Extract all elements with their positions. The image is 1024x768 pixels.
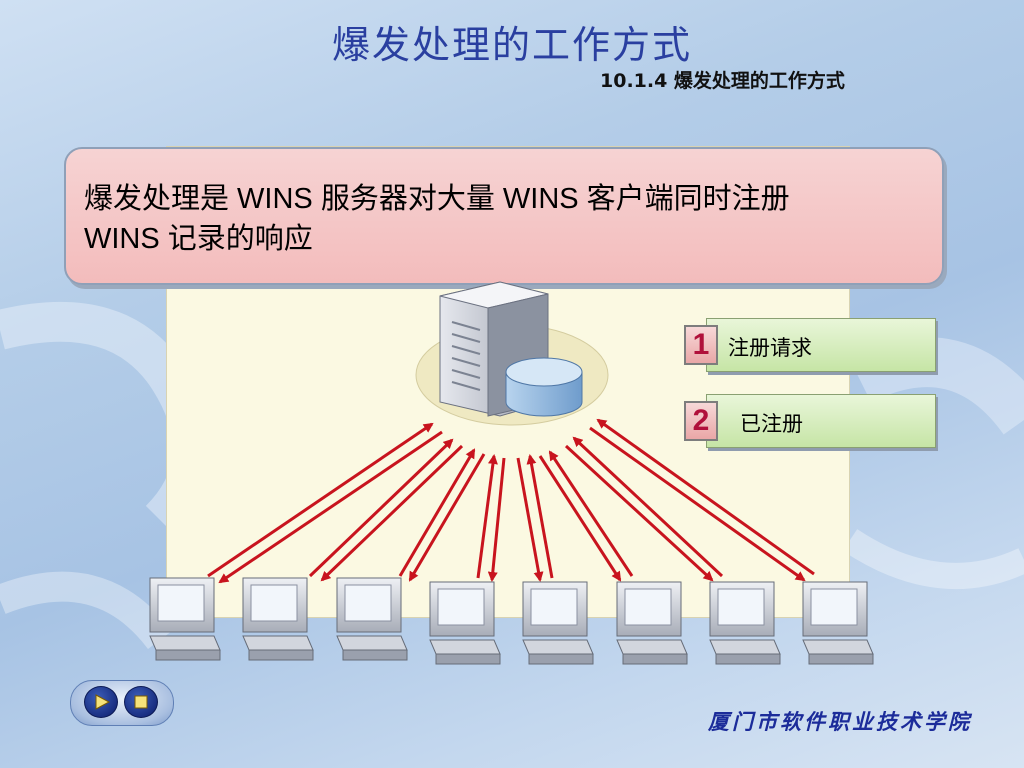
- legend-number-2: 2: [684, 401, 718, 441]
- client-computer-icon: [242, 577, 314, 661]
- client-computer-icon: [802, 581, 874, 665]
- stop-icon: [134, 695, 148, 709]
- legend-item-registered: [706, 394, 936, 448]
- client-computer-icon: [709, 581, 781, 665]
- legend-label-request: 注册请求: [728, 336, 812, 360]
- section-subtitle: 10.1.4 爆发处理的工作方式: [600, 70, 845, 92]
- callout-line-1: 爆发处理是 WINS 服务器对大量 WINS 客户端同时注册: [84, 183, 790, 215]
- client-computers: [149, 577, 874, 665]
- play-button[interactable]: [84, 686, 118, 718]
- callout-text: 爆发处理是 WINS 服务器对大量 WINS 客户端同时注册 WINS 记录的响…: [84, 179, 924, 259]
- legend-number-1: 1: [684, 325, 718, 365]
- institution-footer: 厦门市软件职业技术学院: [708, 709, 972, 734]
- stop-button[interactable]: [124, 686, 158, 718]
- client-computer-icon: [522, 581, 594, 665]
- legend-label-registered: 已注册: [740, 412, 803, 436]
- client-computer-icon: [616, 581, 688, 665]
- callout-line-2: WINS 记录的响应: [84, 223, 313, 255]
- definition-callout: 爆发处理是 WINS 服务器对大量 WINS 客户端同时注册 WINS 记录的响…: [64, 147, 944, 285]
- registration-arrows: [207, 418, 815, 584]
- client-computer-icon: [429, 581, 501, 665]
- database-icon: [505, 357, 583, 417]
- legend-item-request: [706, 318, 936, 372]
- client-computer-icon: [149, 577, 221, 661]
- play-icon: [95, 694, 111, 710]
- client-computer-icon: [336, 577, 408, 661]
- page-title: 爆发处理的工作方式: [331, 23, 692, 67]
